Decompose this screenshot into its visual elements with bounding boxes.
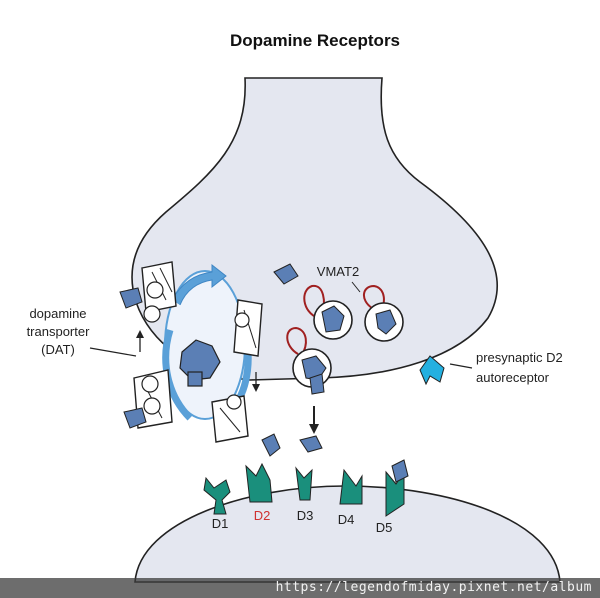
dopamine-molecule: [273, 263, 299, 285]
autoreceptor-label-line1: presynaptic D2: [476, 350, 563, 365]
autoreceptor-leader-line: [449, 363, 473, 369]
receptor-d1: [203, 476, 231, 515]
release-arrow: [309, 406, 319, 434]
receptor-d2: [245, 462, 273, 503]
dat-label-line3: (DAT): [41, 342, 75, 357]
dopamine-molecule: [119, 287, 143, 309]
receptor-label-d5: D5: [376, 520, 393, 535]
dat-cycle-arrow: [171, 263, 227, 306]
receptor-d4: [339, 468, 363, 505]
dat-label-line2: transporter: [27, 324, 91, 339]
small-arrow-down: [252, 372, 260, 392]
receptor-d5: [385, 459, 409, 517]
diagram-title: Dopamine Receptors: [230, 31, 400, 50]
receptor-label-d2: D2: [254, 508, 271, 523]
receptor-d3: [295, 466, 313, 501]
vmat2-leader-line: [351, 281, 361, 293]
dat-protein-right: [211, 299, 263, 443]
receptor-label-d3: D3: [297, 508, 314, 523]
dopamine-molecule: [299, 435, 323, 453]
small-arrow-up: [136, 330, 144, 352]
dopamine-molecule: [261, 433, 281, 457]
watermark: https://legendofmiday.pixnet.net/album: [0, 578, 600, 598]
receptor-label-d1: D1: [212, 516, 229, 531]
dat-leader-line: [89, 347, 137, 357]
dat-label-line1: dopamine: [29, 306, 86, 321]
vmat2-label: VMAT2: [317, 264, 359, 279]
presynaptic-d2-autoreceptor: [419, 355, 445, 386]
docking-vesicle: [286, 326, 332, 395]
synaptic-vesicle: [303, 284, 353, 340]
receptor-label-d4: D4: [338, 512, 355, 527]
transported-dopamine: [179, 339, 221, 387]
bound-dopamine: [391, 459, 409, 483]
autoreceptor-label-line2: autoreceptor: [476, 370, 550, 385]
synaptic-vesicle: [363, 284, 404, 342]
dopamine-molecule: [123, 407, 147, 429]
